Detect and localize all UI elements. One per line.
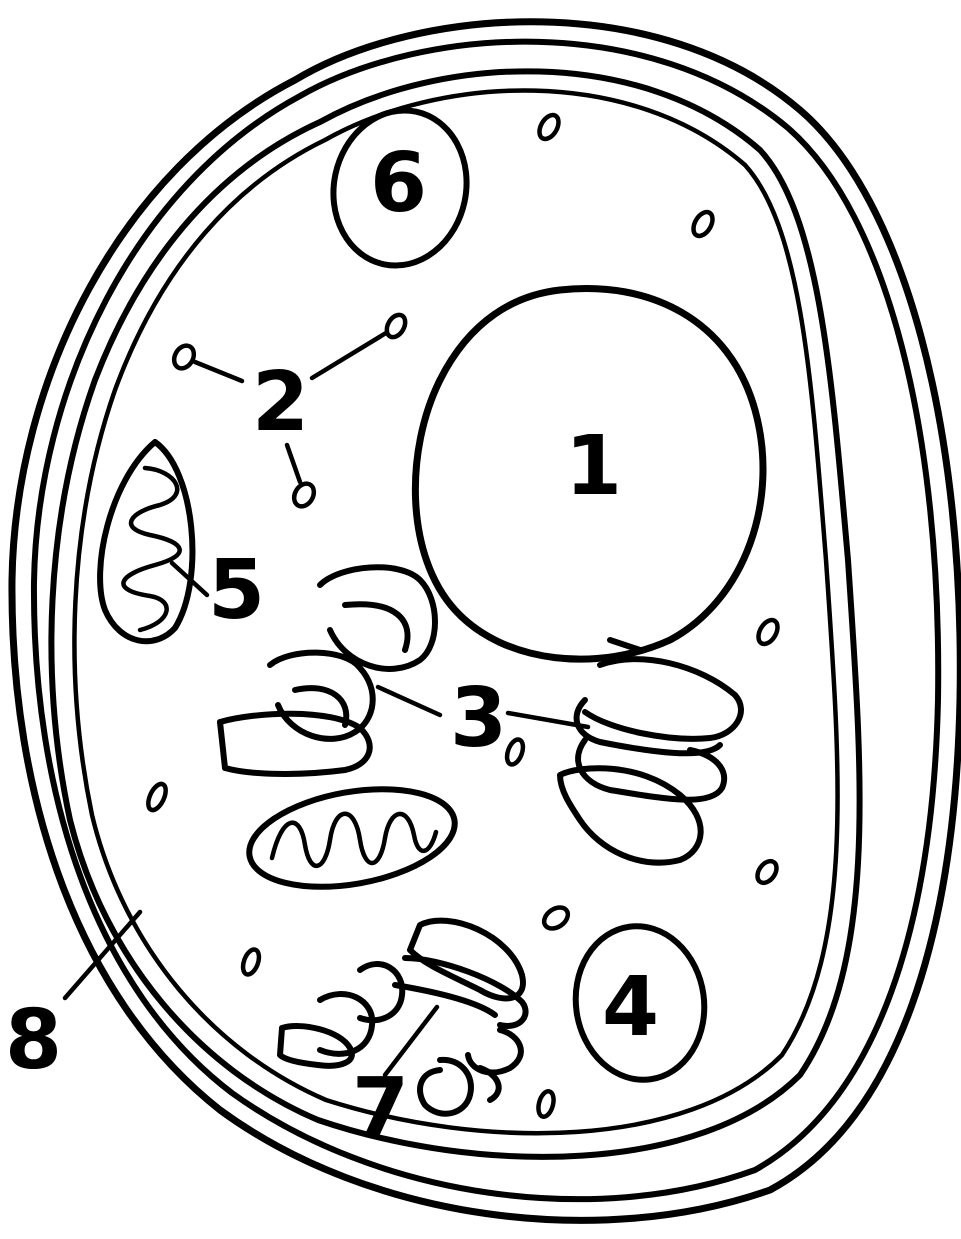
label-5: 5 bbox=[208, 543, 265, 638]
leader-lines bbox=[65, 333, 588, 1075]
label-2: 2 bbox=[252, 355, 309, 450]
cell-wall-inner bbox=[34, 42, 938, 1199]
ribosome-dot-1 bbox=[170, 342, 198, 372]
label-6: 6 bbox=[370, 136, 427, 231]
er-stack-right bbox=[560, 640, 741, 863]
ribosome-dot-2 bbox=[383, 312, 409, 341]
label-1: 1 bbox=[565, 419, 622, 514]
label-3: 3 bbox=[450, 671, 507, 766]
mitochondrion-center bbox=[242, 775, 463, 902]
mitochondrion-left bbox=[100, 442, 192, 641]
label-4: 4 bbox=[602, 960, 659, 1055]
label-8: 8 bbox=[5, 993, 62, 1088]
label-7: 7 bbox=[352, 1061, 409, 1156]
ribosome-dot-3 bbox=[290, 480, 318, 510]
